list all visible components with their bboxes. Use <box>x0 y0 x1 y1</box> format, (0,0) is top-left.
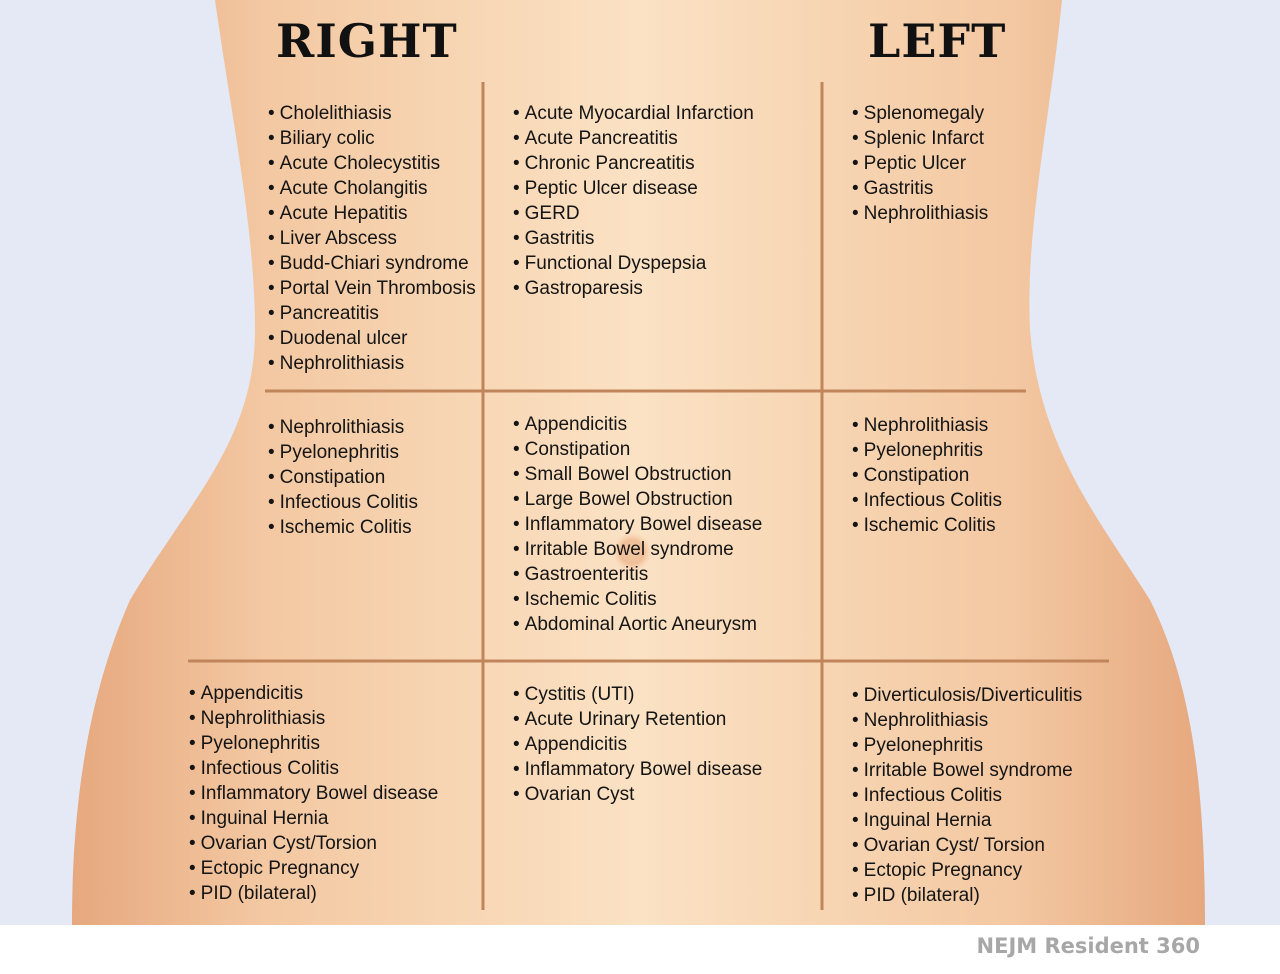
condition-item: Gastritis <box>852 176 988 201</box>
condition-item: Inflammatory Bowel disease <box>513 757 763 782</box>
region-left-lower-list: Diverticulosis/DiverticulitisNephrolithi… <box>852 683 1083 908</box>
condition-item: Pyelonephritis <box>852 733 1082 758</box>
region-right-lumbar-list: NephrolithiasisPyelonephritisConstipatio… <box>268 415 418 540</box>
condition-item: Acute Cholecystitis <box>268 151 476 176</box>
condition-item: Nephrolithiasis <box>189 706 438 731</box>
condition-item: Constipation <box>513 437 762 462</box>
condition-item: Infectious Colitis <box>852 783 1082 808</box>
region-left-upper-list: SplenomegalySplenic InfarctPeptic UlcerG… <box>852 101 989 226</box>
condition-item: Ischemic Colitis <box>852 513 1002 538</box>
region-umbilical-list: AppendicitisConstipationSmall Bowel Obst… <box>513 412 763 637</box>
condition-item: Diverticulosis/Diverticulitis <box>852 683 1083 708</box>
condition-item: Inflammatory Bowel disease <box>513 512 763 537</box>
region-epigastric-list: Acute Myocardial InfarctionAcute Pancrea… <box>513 101 754 301</box>
condition-item: Irritable Bowel syndrome <box>852 758 1082 783</box>
condition-item: Irritable Bowel syndrome <box>513 537 762 562</box>
region-suprapubic-list: Cystitis (UTI)Acute Urinary RetentionApp… <box>513 682 763 807</box>
condition-item: Portal Vein Thrombosis <box>268 276 476 301</box>
condition-item: Constipation <box>852 463 1002 488</box>
heading-right: RIGHT <box>276 14 458 68</box>
condition-item: Ectopic Pregnancy <box>189 856 438 881</box>
condition-item: Nephrolithiasis <box>852 413 1002 438</box>
condition-item: Abdominal Aortic Aneurysm <box>513 612 762 637</box>
condition-item: Large Bowel Obstruction <box>513 487 762 512</box>
condition-item: Inguinal Hernia <box>189 806 438 831</box>
condition-item: Budd-Chiari syndrome <box>268 251 476 276</box>
condition-item: Constipation <box>268 465 418 490</box>
condition-item: Cholelithiasis <box>268 101 476 126</box>
condition-item: Gastritis <box>513 226 754 251</box>
condition-item: Inflammatory Bowel disease <box>189 781 439 806</box>
condition-item: Infectious Colitis <box>189 756 438 781</box>
condition-item: Chronic Pancreatitis <box>513 151 754 176</box>
condition-item: Small Bowel Obstruction <box>513 462 762 487</box>
condition-item: Acute Hepatitis <box>268 201 476 226</box>
region-grid <box>188 82 1109 910</box>
condition-item: Splenomegaly <box>852 101 988 126</box>
heading-left: LEFT <box>868 14 1007 68</box>
condition-item: Cystitis (UTI) <box>513 682 762 707</box>
condition-item: Acute Pancreatitis <box>513 126 754 151</box>
condition-item: Acute Cholangitis <box>268 176 476 201</box>
condition-item: Infectious Colitis <box>268 490 418 515</box>
condition-item: Infectious Colitis <box>852 488 1002 513</box>
condition-item: Nephrolithiasis <box>268 415 418 440</box>
condition-item: Inguinal Hernia <box>852 808 1082 833</box>
condition-item: Nephrolithiasis <box>852 201 989 226</box>
region-right-upper-list: CholelithiasisBiliary colicAcute Cholecy… <box>268 101 476 376</box>
condition-item: Ovarian Cyst <box>513 782 762 807</box>
condition-item: Ischemic Colitis <box>268 515 418 540</box>
condition-item: Ischemic Colitis <box>513 587 762 612</box>
condition-item: Appendicitis <box>513 732 762 757</box>
condition-item: Ovarian Cyst/Torsion <box>189 831 438 856</box>
condition-item: Peptic Ulcer disease <box>513 176 754 201</box>
condition-item: Gastroenteritis <box>513 562 762 587</box>
condition-item: GERD <box>513 201 754 226</box>
condition-item: Biliary colic <box>268 126 476 151</box>
condition-item: Pyelonephritis <box>189 731 438 756</box>
condition-item: Ectopic Pregnancy <box>852 858 1082 883</box>
condition-item: Acute Urinary Retention <box>513 707 762 732</box>
condition-item: Duodenal ulcer <box>268 326 476 351</box>
condition-item: Pyelonephritis <box>852 438 1002 463</box>
condition-item: Functional Dyspepsia <box>513 251 754 276</box>
condition-item: Splenic Infarct <box>852 126 988 151</box>
condition-item: Nephrolithiasis <box>852 708 1082 733</box>
condition-item: Peptic Ulcer <box>852 151 988 176</box>
condition-item: Pyelonephritis <box>268 440 418 465</box>
condition-item: PID (bilateral) <box>852 883 1082 908</box>
condition-item: PID (bilateral) <box>189 881 438 906</box>
region-right-lower-list: AppendicitisNephrolithiasisPyelonephriti… <box>189 681 439 906</box>
region-left-lumbar-list: NephrolithiasisPyelonephritisConstipatio… <box>852 413 1002 538</box>
credit-label: NEJM Resident 360 <box>976 934 1200 958</box>
condition-item: Ovarian Cyst/ Torsion <box>852 833 1082 858</box>
footer-band <box>0 925 1280 974</box>
condition-item: Gastroparesis <box>513 276 754 301</box>
condition-item: Appendicitis <box>513 412 762 437</box>
condition-item: Acute Myocardial Infarction <box>513 101 754 126</box>
condition-item: Liver Abscess <box>268 226 476 251</box>
condition-item: Pancreatitis <box>268 301 476 326</box>
condition-item: Appendicitis <box>189 681 438 706</box>
condition-item: Nephrolithiasis <box>268 351 476 376</box>
